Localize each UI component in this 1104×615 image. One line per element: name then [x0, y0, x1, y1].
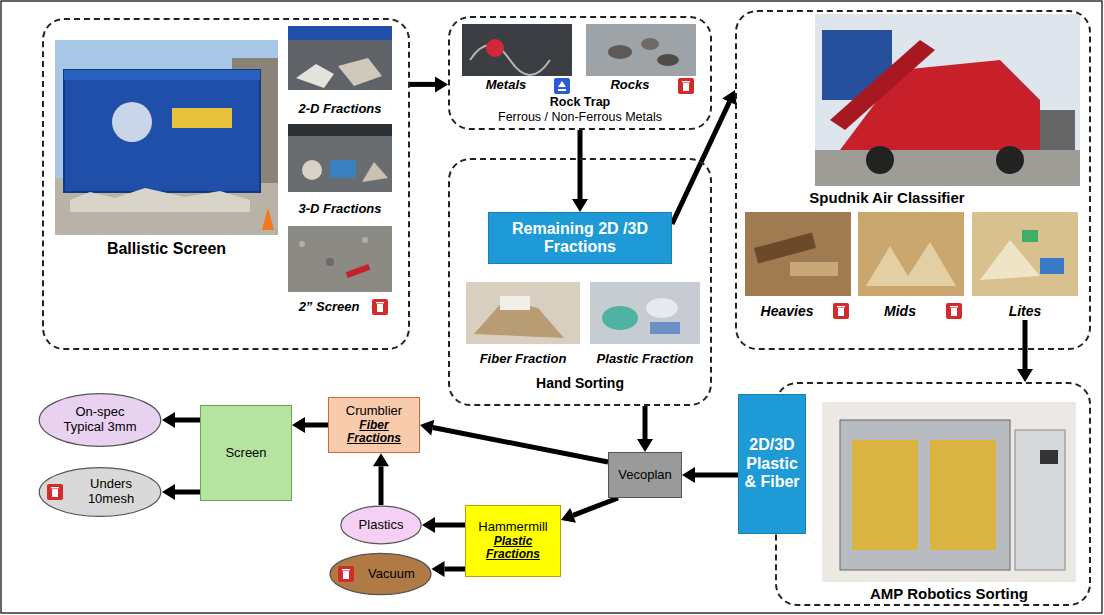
three-d-photo — [288, 124, 392, 192]
flow-arrow — [1017, 320, 1033, 382]
photo-tile: 2-D Fractions — [288, 26, 392, 118]
stage-heading: AMP Robotics Sorting — [822, 585, 1076, 602]
lites-photo — [972, 212, 1078, 296]
flow-arrow — [561, 498, 618, 523]
ballistic-screen-photo — [55, 40, 278, 235]
blue-stage-box: 2D/3D Plastic & Fiber — [738, 394, 806, 534]
stage-heading: Ballistic Screen — [55, 240, 278, 258]
photo-tile: 3-D Fractions — [288, 124, 392, 218]
photo-caption: Fiber Fraction — [466, 351, 580, 368]
box-label: Unders 10mesh — [78, 477, 145, 507]
photo-tile: Mids — [858, 212, 964, 320]
fiber-photo — [466, 282, 580, 344]
photo-caption: Rocks — [586, 77, 674, 94]
trash-icon — [338, 566, 354, 582]
photo-tile: Lites — [972, 212, 1078, 320]
flow-arrow — [292, 417, 328, 433]
flow-arrow — [162, 484, 200, 500]
product-ellipse: Plastics — [340, 505, 422, 545]
trash-icon — [47, 484, 63, 500]
plastic-photo — [590, 282, 700, 344]
box-label: Plastic Fractions — [470, 535, 556, 563]
stage-heading: Rock Trap — [450, 95, 710, 109]
metals-photo — [462, 24, 572, 76]
photo-tile: Metals — [462, 24, 572, 94]
flow-arrow — [672, 90, 737, 224]
two-d-photo — [288, 26, 392, 90]
box-label: Vecoplan — [618, 468, 672, 483]
process-box: HammermillPlastic Fractions — [465, 505, 561, 577]
process-box: CrumblierFiber Fractions — [328, 397, 420, 454]
box-label: Screen — [225, 446, 266, 461]
photo-tile: Plastic Fraction — [590, 282, 700, 368]
flow-arrow — [162, 412, 200, 428]
box-label: Plastics — [359, 518, 404, 533]
photo-caption: Plastic Fraction — [590, 351, 700, 368]
box-label: Crumblier — [346, 404, 402, 419]
trash-icon — [372, 299, 388, 315]
stage-group: Rock TrapFerrous / Non-Ferrous Metals Met… — [448, 16, 712, 130]
stage-group: AMP Robotics Sorting2D/3D Plastic & Fibe… — [775, 382, 1091, 606]
recycle-icon — [554, 78, 570, 94]
blue-stage-box: Remaining 2D /3D Fractions — [488, 212, 672, 264]
stage-heading: Ferrous / Non-Ferrous Metals — [450, 110, 710, 124]
reject-ellipse: Unders 10mesh — [38, 466, 162, 518]
process-box: Vecoplan — [608, 452, 682, 498]
product-ellipse: On-spec Typical 3mm — [38, 392, 162, 448]
spudnik-photo — [815, 14, 1080, 186]
flow-arrow — [410, 76, 448, 92]
photo-caption: 3-D Fractions — [288, 201, 392, 218]
flow-arrow — [637, 406, 653, 452]
mids-photo — [858, 212, 964, 296]
photo-caption: Metals — [462, 77, 550, 94]
flow-arrow — [420, 420, 608, 462]
amp-robot-photo — [822, 402, 1076, 582]
process-box: Screen — [200, 405, 292, 501]
stage-heading: Hand Sorting — [450, 375, 710, 391]
photo-caption: Mids — [858, 302, 942, 320]
stage-group: Ballistic Screen 2-D Fractions 3-D Fractio… — [42, 18, 410, 350]
stage-group: Spudnik Air ClassifierHeavies Mids Lites — [735, 10, 1091, 350]
flow-arrow — [432, 561, 466, 577]
photo-tile: Fiber Fraction — [466, 282, 580, 368]
trash-icon — [946, 303, 962, 319]
box-label: Fiber Fractions — [333, 419, 415, 447]
box-label: 2D/3D Plastic & Fiber — [743, 436, 801, 491]
reject-ellipse: Vacuum — [329, 552, 432, 596]
screen-fines-photo — [288, 226, 392, 292]
rocks-photo — [586, 24, 696, 76]
box-label: Vacuum — [368, 567, 414, 582]
photo-tile: 2” Screen — [288, 226, 392, 316]
heavies-photo — [745, 212, 851, 296]
box-label: Remaining 2D /3D Fractions — [493, 220, 667, 257]
flow-arrow — [572, 130, 588, 212]
flow-arrow — [682, 467, 738, 483]
flow-arrow — [422, 517, 465, 533]
photo-caption: 2-D Fractions — [288, 101, 392, 118]
box-label: On-spec Typical 3mm — [56, 405, 145, 435]
trash-icon — [678, 78, 694, 94]
photo-caption: Heavies — [745, 302, 829, 320]
box-label: Hammermill — [478, 520, 547, 535]
photo-tile: Rocks — [586, 24, 696, 94]
stage-group: Hand Sorting Remaining 2D /3D FractionsFi… — [448, 158, 712, 406]
photo-caption: 2” Screen — [288, 299, 370, 316]
trash-icon — [833, 303, 849, 319]
photo-tile: Heavies — [745, 212, 851, 320]
photo-caption: Lites — [972, 302, 1078, 320]
flow-arrow — [373, 453, 389, 505]
stage-heading: Spudnik Air Classifier — [802, 189, 972, 206]
